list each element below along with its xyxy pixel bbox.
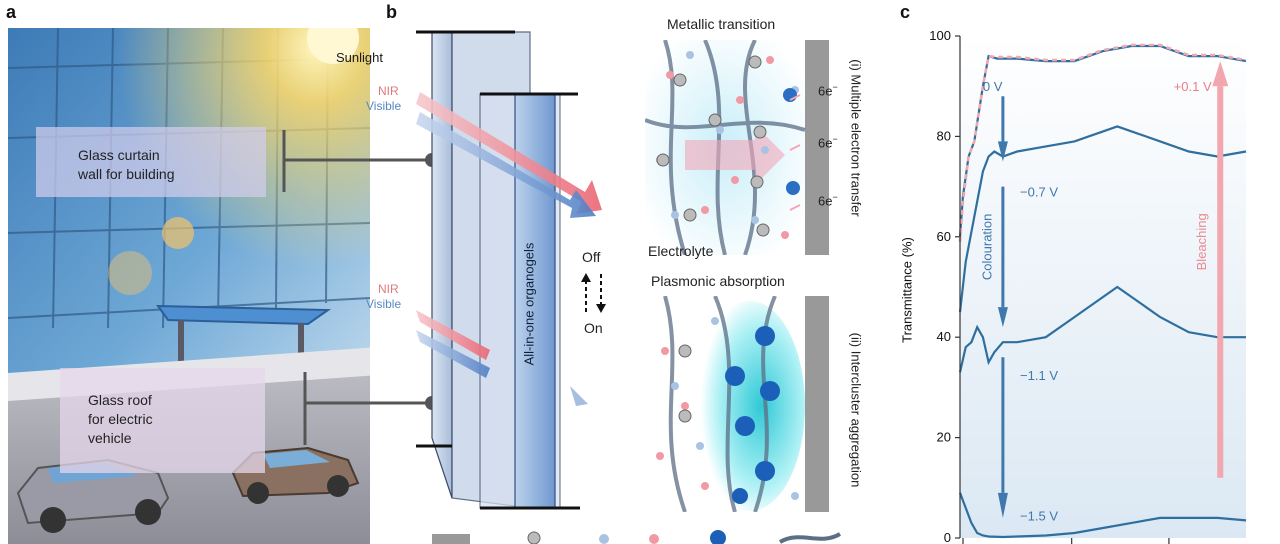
y-tick-label: 0 (944, 530, 951, 544)
on-label: On (584, 320, 603, 336)
cluster-legend-icon (528, 532, 540, 544)
y-tick-label: 60 (937, 229, 951, 244)
series-label: 0 V (983, 79, 1003, 94)
y-tick-label: 20 (937, 430, 951, 445)
series-label: −1.1 V (1020, 368, 1058, 383)
cation-legend-icon (649, 534, 659, 544)
y-axis-label: Transmittance (%) (900, 237, 915, 343)
plasmonic-side-label: (ii) Intercluster aggregation (849, 333, 864, 488)
organogels-label: All-in-one organogels (522, 243, 537, 366)
electron-label-3: 6e− (818, 192, 838, 208)
series-label: −1.5 V (1020, 508, 1058, 523)
bleaching-label: Bleaching (1194, 213, 1209, 270)
anion-legend-icon (599, 534, 609, 544)
plasmonic-absorption-diagram (645, 296, 830, 512)
electron-label-1: 6e− (818, 82, 838, 98)
colouration-label: Colouration (979, 214, 994, 281)
electrode-legend-icon (432, 534, 470, 544)
bleaching-arrow (1217, 86, 1223, 478)
transmittance-chart: 0 20 40 60 80 100 0 V +0.1 V −0.7 V −1.1 V −1.5 V… (885, 20, 1277, 544)
glass-panes-diagram (380, 20, 630, 520)
metallic-side-label: (i) Multiple electron transfer (849, 59, 864, 217)
off-label: Off (582, 249, 600, 265)
series-label: +0.1 V (1174, 79, 1212, 94)
legend-icons-row (430, 528, 850, 544)
polymer-legend-icon (780, 534, 840, 542)
y-tick-label: 40 (937, 329, 951, 344)
electron-label-2: 6e− (818, 134, 838, 150)
plasmonic-title: Plasmonic absorption (651, 273, 785, 289)
reduced-cluster-legend-icon (710, 530, 726, 544)
metallic-transition-diagram (645, 40, 830, 255)
metallic-title: Metallic transition (667, 16, 775, 32)
series-label: −0.7 V (1020, 185, 1058, 200)
y-tick-label: 100 (929, 28, 951, 43)
electrolyte-label: Electrolyte (648, 243, 713, 259)
y-tick-label: 80 (937, 128, 951, 143)
switch-arrows-icon (579, 272, 609, 314)
